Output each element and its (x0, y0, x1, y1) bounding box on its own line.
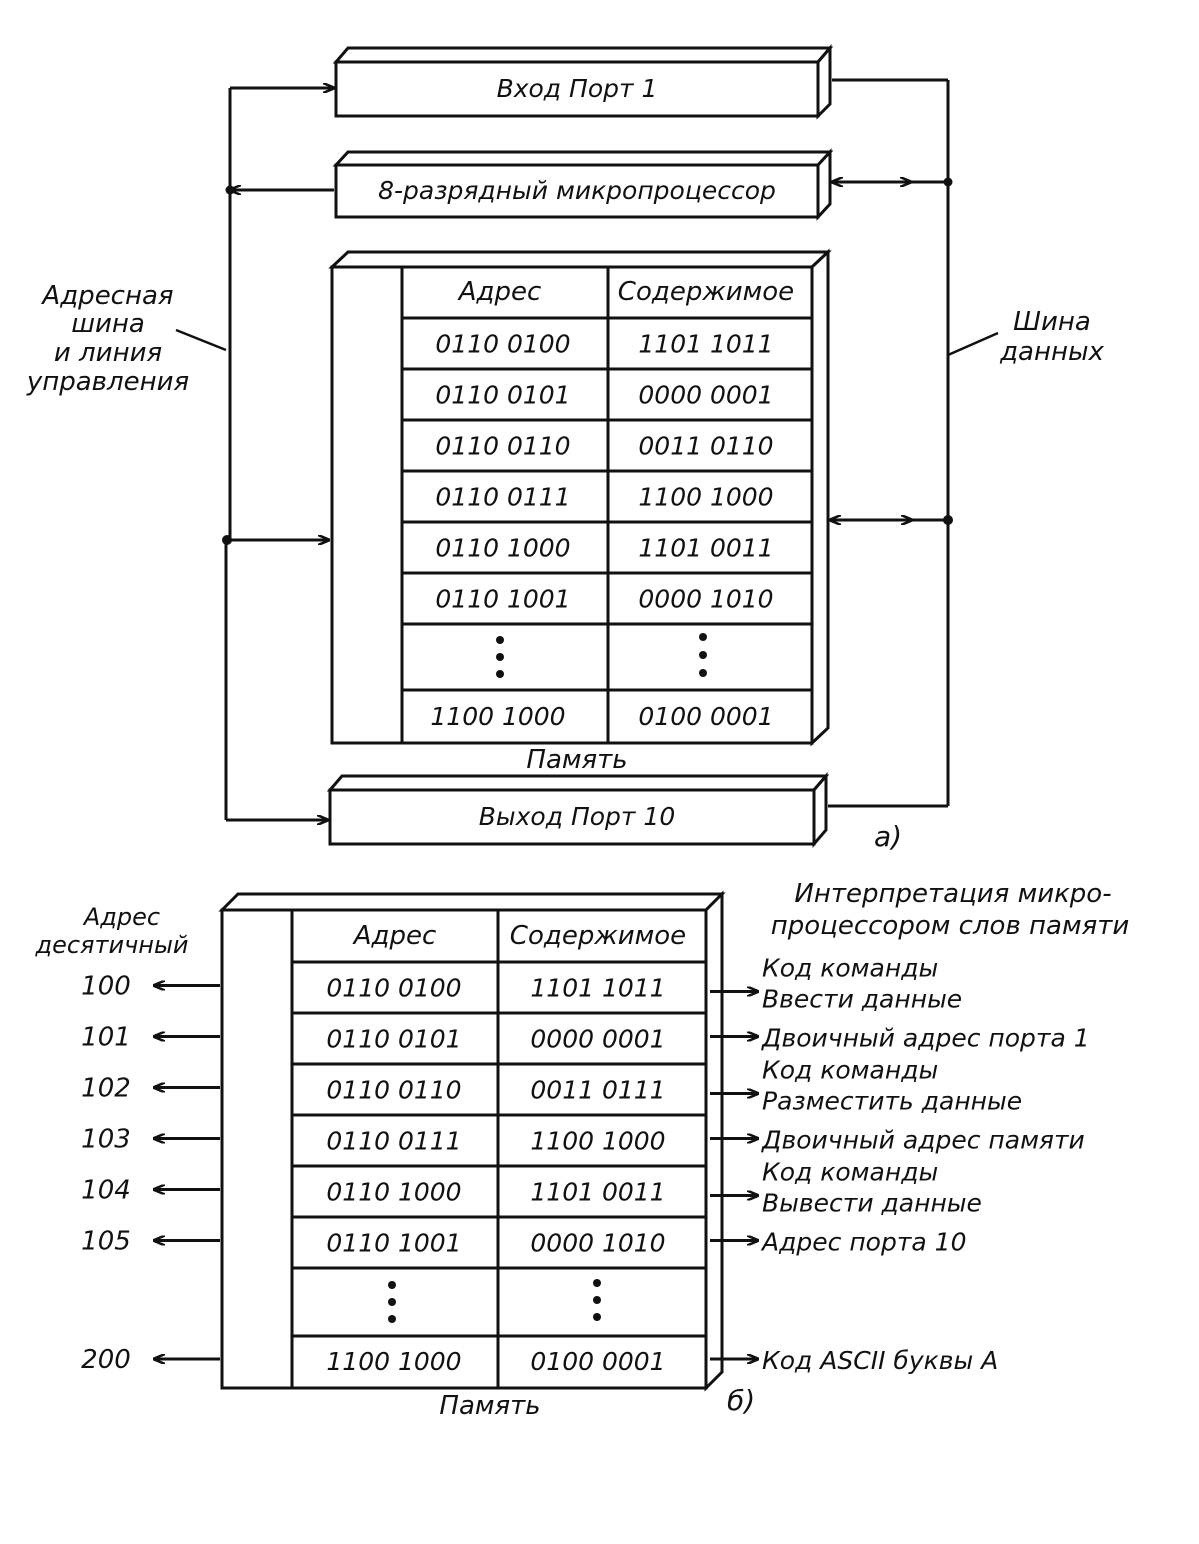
decimal-address: 100 (81, 972, 131, 1002)
memory-col-address: Адрес (457, 277, 542, 307)
memory-block-b: Адрес Содержимое (218, 890, 726, 1392)
part-a-tag: а) (874, 820, 902, 853)
ellipsis-dots-b (388, 1279, 601, 1323)
memory-content-a: 1101 1011 (638, 330, 773, 359)
interpretation-text: Код команды (762, 1158, 938, 1187)
memory-content-b: 0000 1010 (530, 1229, 665, 1258)
decimal-address-header: Адрес десятичный (35, 903, 189, 959)
address-bus-label-line-1: Адресная (40, 281, 173, 311)
memory-content-a: 1101 0011 (638, 534, 773, 563)
memory-row-a: 0110 0101 0000 0001 (435, 381, 773, 410)
memory-row-a: 0110 0111 1100 1000 (435, 483, 773, 512)
memory-row-a: 0110 0100 1101 1011 (435, 330, 773, 359)
memory-content-b: 0100 0001 (530, 1347, 665, 1376)
memory-content-b: 1100 1000 (530, 1127, 665, 1156)
memory-content-a: 1100 1000 (638, 483, 773, 512)
memory-last-content-a: 0100 0001 (638, 702, 773, 731)
decimal-address: 103 (81, 1125, 131, 1155)
memory-address-b: 0110 0111 (326, 1127, 461, 1156)
interpretation-text: Ввести данные (762, 985, 962, 1014)
decimal-address: 104 (81, 1176, 131, 1206)
address-bus (175, 88, 334, 820)
memory-row-b: 0110 0110 0011 0111 102 Код командыРазмести… (81, 1056, 1022, 1116)
memory-address-a: 0110 1000 (435, 534, 570, 563)
output-port-block: Выход Порт 10 (326, 771, 830, 849)
data-bus (828, 78, 999, 808)
memory-content-a: 0011 0110 (638, 432, 773, 461)
interpretation-text: Адрес порта 10 (760, 1228, 966, 1257)
interpretation-text: Код команды (762, 954, 938, 983)
memory-address-b: 1100 1000 (326, 1347, 461, 1376)
interpretation-text: Разместить данные (762, 1087, 1022, 1116)
memory-address-a: 0110 0111 (435, 483, 570, 512)
memory-address-b: 0110 1000 (326, 1178, 461, 1207)
decimal-address: 101 (81, 1023, 131, 1053)
decimal-header-line-1: Адрес (82, 903, 160, 931)
memory-row-b: 0110 0111 1100 1000 103 Двоичный адрес памя… (81, 1125, 1085, 1156)
memory-row-a: 0110 1001 0000 1010 (435, 585, 773, 614)
memory-row-a: 0110 0110 0011 0110 (435, 432, 773, 461)
interpretation-text: Вывести данные (762, 1189, 982, 1218)
memory-content-a: 0000 0001 (638, 381, 773, 410)
decimal-header-line-2: десятичный (35, 931, 189, 959)
microprocessor-block: 8-разрядный микропроцессор (332, 148, 834, 221)
part-b-tag: б) (727, 1384, 755, 1417)
memory-col-address-b: Адрес (352, 921, 437, 951)
memory-address-b: 0110 0100 (326, 974, 461, 1003)
memory-last-address-a: 1100 1000 (430, 702, 565, 731)
interpretation-text: Двоичный адрес порта 1 (761, 1024, 1090, 1053)
memory-col-content-b: Содержимое (510, 921, 686, 951)
microprocessor-label: 8-разрядный микропроцессор (378, 176, 776, 205)
data-bus-label-line-1: Шина (1013, 307, 1091, 337)
memory-content-b: 0000 0001 (530, 1025, 665, 1054)
memory-content-a: 0000 1010 (638, 585, 773, 614)
data-bus-label-line-2: данных (999, 337, 1104, 367)
address-bus-label-line-3: и линия (54, 338, 162, 368)
ellipsis-dots-a (496, 633, 707, 678)
decimal-address: 102 (81, 1074, 131, 1104)
memory-label-a: Память (526, 745, 627, 775)
memory-col-content: Содержимое (618, 277, 794, 307)
decimal-address: 200 (81, 1345, 131, 1375)
memory-row-b: 0110 1001 0000 1010 105 Адрес порта 10 (81, 1227, 966, 1258)
interpretation-header: Интерпретация микро- процессором слов па… (771, 879, 1130, 941)
memory-address-b: 0110 1001 (326, 1229, 461, 1258)
interpretation-text: Код команды (762, 1056, 938, 1085)
memory-content-b: 1101 0011 (530, 1178, 665, 1207)
address-bus-label: Адресная шина и линия управления (26, 281, 189, 397)
interpretation-text: Двоичный адрес памяти (761, 1126, 1085, 1155)
data-bus-label: Шина данных (999, 307, 1104, 367)
memory-address-b: 0110 0101 (326, 1025, 461, 1054)
memory-row-a: 0110 1000 1101 0011 (435, 534, 773, 563)
memory-label-b: Память (439, 1391, 540, 1421)
input-port-block: Вход Порт 1 (332, 43, 834, 120)
memory-address-a: 0110 0110 (435, 432, 570, 461)
interpretation-header-line-2: процессором слов памяти (771, 911, 1130, 941)
part-a: Вход Порт 1 8-разрядный микропроцессор А… (26, 43, 1105, 853)
interpretation-text: Код ASCII буквы А (762, 1346, 998, 1375)
memory-content-b: 1101 1011 (530, 974, 665, 1003)
memory-address-a: 0110 0100 (435, 330, 570, 359)
address-bus-label-line-2: шина (71, 309, 145, 339)
address-bus-label-line-4: управления (26, 367, 189, 397)
memory-address-b: 0110 0110 (326, 1076, 461, 1105)
input-port-label: Вход Порт 1 (497, 74, 658, 103)
memory-address-a: 0110 0101 (435, 381, 570, 410)
interpretation-header-line-1: Интерпретация микро- (794, 879, 1111, 909)
memory-row-b: 0110 0101 0000 0001 101 Двоичный адрес порт… (81, 1023, 1089, 1054)
memory-row-b: 1100 1000 0100 0001 200 Код ASCII буквы А (81, 1345, 998, 1376)
decimal-address: 105 (81, 1227, 131, 1257)
memory-content-b: 0011 0111 (530, 1076, 665, 1105)
memory-address-a: 0110 1001 (435, 585, 570, 614)
output-port-label: Выход Порт 10 (479, 802, 676, 831)
memory-row-b: 0110 1000 1101 0011 104 Код командыВывести … (81, 1158, 982, 1218)
